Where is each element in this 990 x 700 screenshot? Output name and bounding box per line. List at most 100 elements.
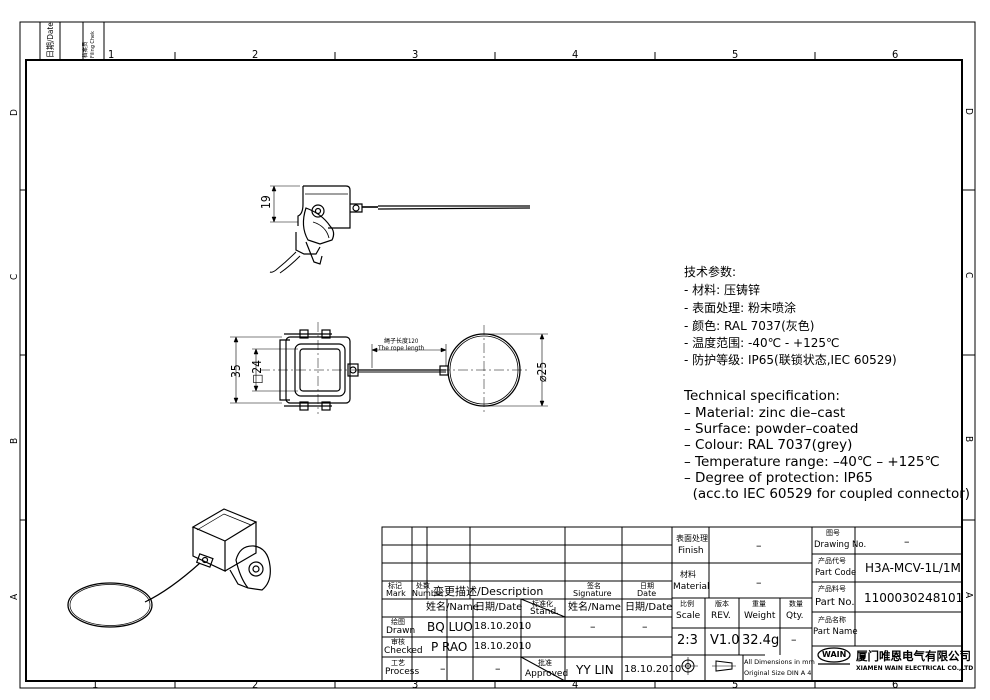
tb-dims-note-1: All Dimensions in mm <box>744 658 815 666</box>
tb-checked-name: P RAO <box>431 640 468 654</box>
tb-name-header: 姓名/Name <box>426 602 479 613</box>
col-label-bottom-4: 4 <box>572 678 578 691</box>
tb-part-no-value: 1100030248101 <box>864 591 964 605</box>
tb-sig-name-header: 姓名/Name <box>568 602 621 613</box>
tb-drawn-date: 18.10.2010 <box>474 621 532 632</box>
tb-company-cn: 厦门唯恩电气有限公司 <box>856 649 971 663</box>
filing-date-label: 日期/Date <box>46 22 55 58</box>
tb-date-en: Date <box>637 589 657 598</box>
tb-rev-value: V1.0 <box>710 633 740 648</box>
tb-signature-en: Signature <box>573 589 612 598</box>
col-label-top-6: 6 <box>892 48 898 61</box>
tb-material-en: Material <box>673 582 710 592</box>
spec-cn-line: - 表面处理: 粉末喷涂 <box>684 301 797 315</box>
tb-qty-value: – <box>791 633 797 646</box>
spec-cn-line: - 颜色: RAL 7037(灰色) <box>684 319 815 333</box>
wain-logo <box>817 647 851 665</box>
spec-en-line: – Material: zinc die–cast <box>684 405 846 421</box>
tb-approved-name: YY LIN <box>576 663 614 677</box>
spec-cn-title: 技术参数: <box>684 265 737 279</box>
dim-rope-length-en: The rope length <box>377 344 425 352</box>
tb-process-name: – <box>440 662 446 675</box>
dim-ring-diameter: ⌀25 <box>535 362 549 382</box>
tb-stand-en: Stand. <box>530 607 560 617</box>
tb-drawn-en: Drawn <box>386 626 416 636</box>
spec-cn-line: - 材料: 压铸锌 <box>684 283 761 297</box>
spec-en-line: – Surface: powder–coated <box>684 421 859 437</box>
tb-dims-note-2: Original Size DIN A 4 <box>744 669 812 677</box>
row-label-right-c: C <box>963 272 974 278</box>
isometric-view-drawing <box>67 508 271 628</box>
tb-material-cn: 材料 <box>680 570 696 579</box>
tb-signature-cn: 签名 <box>587 582 601 590</box>
tb-weight-cn: 重量 <box>752 600 766 608</box>
side-view-drawing <box>269 185 531 274</box>
tb-process-en: Process <box>385 667 420 677</box>
zone-ticks <box>20 52 975 688</box>
tb-checked-cn: 审核 <box>391 638 405 646</box>
col-label-bottom-3: 3 <box>412 678 418 691</box>
row-label-right-b: B <box>963 436 974 442</box>
top-view-drawing <box>230 322 548 415</box>
filing-box <box>39 21 105 61</box>
tb-approved-en: Approved <box>525 669 569 679</box>
col-label-top-2: 2 <box>252 48 258 61</box>
tb-stand-date: – <box>642 620 648 633</box>
dim-height-35: 35 <box>229 364 243 378</box>
tb-stand-value: – <box>590 620 596 633</box>
tb-approved-date: 18.10.2010 <box>624 664 682 675</box>
tb-mark-en: Mark <box>386 589 406 598</box>
tb-approved-cn: 批准 <box>538 659 552 667</box>
tb-finish-en: Finish <box>678 546 704 556</box>
filing-check-label-cn: 档案员 <box>81 41 89 58</box>
col-label-bottom-2: 2 <box>252 678 258 691</box>
tb-date-header: 日期/Date <box>475 602 523 613</box>
tb-logo-text: WAIN <box>822 650 847 659</box>
projection-symbol <box>678 657 736 675</box>
row-label-right-a: A <box>963 592 974 599</box>
filing-check-label-en: Filing Chek <box>90 31 96 58</box>
tb-process-cn: 工艺 <box>391 659 405 667</box>
tb-scale-en: Scale <box>676 611 701 621</box>
tb-date-cn: 日期 <box>640 582 654 590</box>
dim-height-19: 19 <box>259 195 273 209</box>
spec-en-line: – Temperature range: –40℃ – +125℃ <box>684 454 940 470</box>
col-label-top-1: 1 <box>108 48 114 61</box>
tb-part-no-en: Part No. <box>815 597 855 608</box>
spec-cn-line: - 温度范围: -40℃ - +125℃ <box>684 336 840 350</box>
col-label-top-4: 4 <box>572 48 578 61</box>
tb-drawing-no-value: – <box>904 535 910 548</box>
tb-rev-cn: 版本 <box>715 600 729 608</box>
dim-square-24: □24 <box>250 360 264 384</box>
tb-mark-cn: 标记 <box>388 582 402 590</box>
col-label-top-5: 5 <box>732 48 738 61</box>
tb-sig-date-header: 日期/Date <box>625 602 673 613</box>
col-label-top-3: 3 <box>412 48 418 61</box>
dim-rope-length-cn: 绳子长度120 <box>384 337 419 345</box>
tb-part-code-cn: 产品代号 <box>818 557 846 565</box>
tb-weight-value: 32.4g <box>742 633 780 648</box>
spec-en-line: – Colour: RAL 7037(grey) <box>684 437 853 453</box>
col-label-bottom-6: 6 <box>892 678 898 691</box>
tb-checked-date: 18.10.2010 <box>474 641 532 652</box>
tb-qty-cn: 数量 <box>789 600 803 608</box>
tb-part-code-value: H3A-MCV-1L/1M <box>865 561 961 575</box>
col-label-bottom-5: 5 <box>732 678 738 691</box>
tb-number-cn: 处数 <box>416 582 430 590</box>
tb-part-name-en: Part Name <box>813 627 858 637</box>
tb-material-value: – <box>756 576 762 589</box>
tb-part-name-cn: 产品名称 <box>818 616 846 624</box>
spec-en-line: (acc.to IEC 60529 for coupled connector) <box>684 486 971 502</box>
row-label-left-b: B <box>9 438 20 444</box>
tb-checked-en: Checked <box>384 646 423 656</box>
tb-number-en: Number <box>412 589 445 598</box>
col-label-bottom-1: 1 <box>92 678 98 691</box>
row-label-left-a: A <box>9 593 20 600</box>
tb-finish-cn: 表面处理 <box>676 534 708 543</box>
spec-cn-line: - 防护等级: IP65(联锁状态,IEC 60529) <box>684 353 897 367</box>
tb-finish-value: – <box>756 539 762 552</box>
tb-weight-en: Weight <box>744 611 776 621</box>
tb-stand-cn: 标准化 <box>532 600 553 608</box>
row-label-left-d: D <box>9 109 20 116</box>
